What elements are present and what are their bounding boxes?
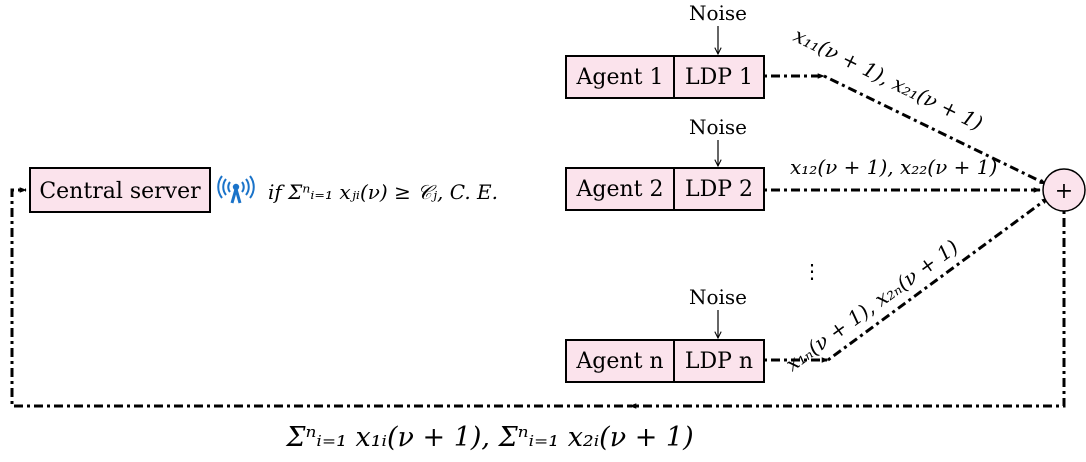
ldp-1-label: LDP 1 bbox=[685, 65, 753, 90]
agent-n-label: Agent n bbox=[575, 349, 663, 374]
ldp-1-box bbox=[673, 55, 765, 99]
feedback-wire-right bbox=[629, 211, 1066, 409]
agent-n-group: Noise Agent n LDP n x₁ₙ(ν + 1), x₂ₙ(ν + … bbox=[565, 196, 1049, 383]
noise-label-n: Noise bbox=[689, 285, 747, 309]
central-server-node: Central server bbox=[29, 167, 211, 213]
agent-2-output-label: x₁₂(ν + 1), x₂₂(ν + 1) bbox=[790, 155, 997, 179]
feedback-sum-label: Σⁿᵢ₌₁ x₁ᵢ(ν + 1), Σⁿᵢ₌₁ x₂ᵢ(ν + 1) bbox=[285, 422, 693, 453]
central-server-box bbox=[29, 167, 211, 213]
wireless-antenna-icon bbox=[217, 175, 255, 204]
agents-ellipsis: ⋮ bbox=[802, 259, 822, 283]
noise-label-1: Noise bbox=[689, 1, 747, 25]
agent-1-box bbox=[565, 55, 675, 99]
feedback-wire-left bbox=[10, 187, 630, 408]
noise-label-2: Noise bbox=[689, 115, 747, 139]
ldp-n-label: LDP n bbox=[685, 349, 753, 374]
agent-2-label: Agent 2 bbox=[576, 177, 664, 202]
broadcast-condition-label: if Σⁿᵢ₌₁ xⱼᵢ(ν) ≥ 𝒞ⱼ, C. E. bbox=[268, 180, 498, 204]
sum-symbol: + bbox=[1055, 179, 1073, 204]
agent-1-output-label: x₁₁(ν + 1), x₂₁(ν + 1) bbox=[790, 23, 987, 135]
agent-n-to-sum-wire bbox=[827, 196, 1049, 362]
central-server-label: Central server bbox=[39, 179, 201, 204]
agent-1-label: Agent 1 bbox=[576, 65, 664, 90]
agent-1-to-sum-wire bbox=[823, 74, 1047, 186]
agent-n-output-label: x₁ₙ(ν + 1), x₂ₙ(ν + 1) bbox=[781, 235, 963, 376]
agent-n-box bbox=[565, 339, 675, 383]
sum-node: + bbox=[1042, 168, 1086, 212]
ldp-2-label: LDP 2 bbox=[685, 177, 753, 202]
agent-2-group: Noise Agent 2 LDP 2 x₁₂(ν + 1), x₂₂(ν + … bbox=[565, 115, 1041, 211]
